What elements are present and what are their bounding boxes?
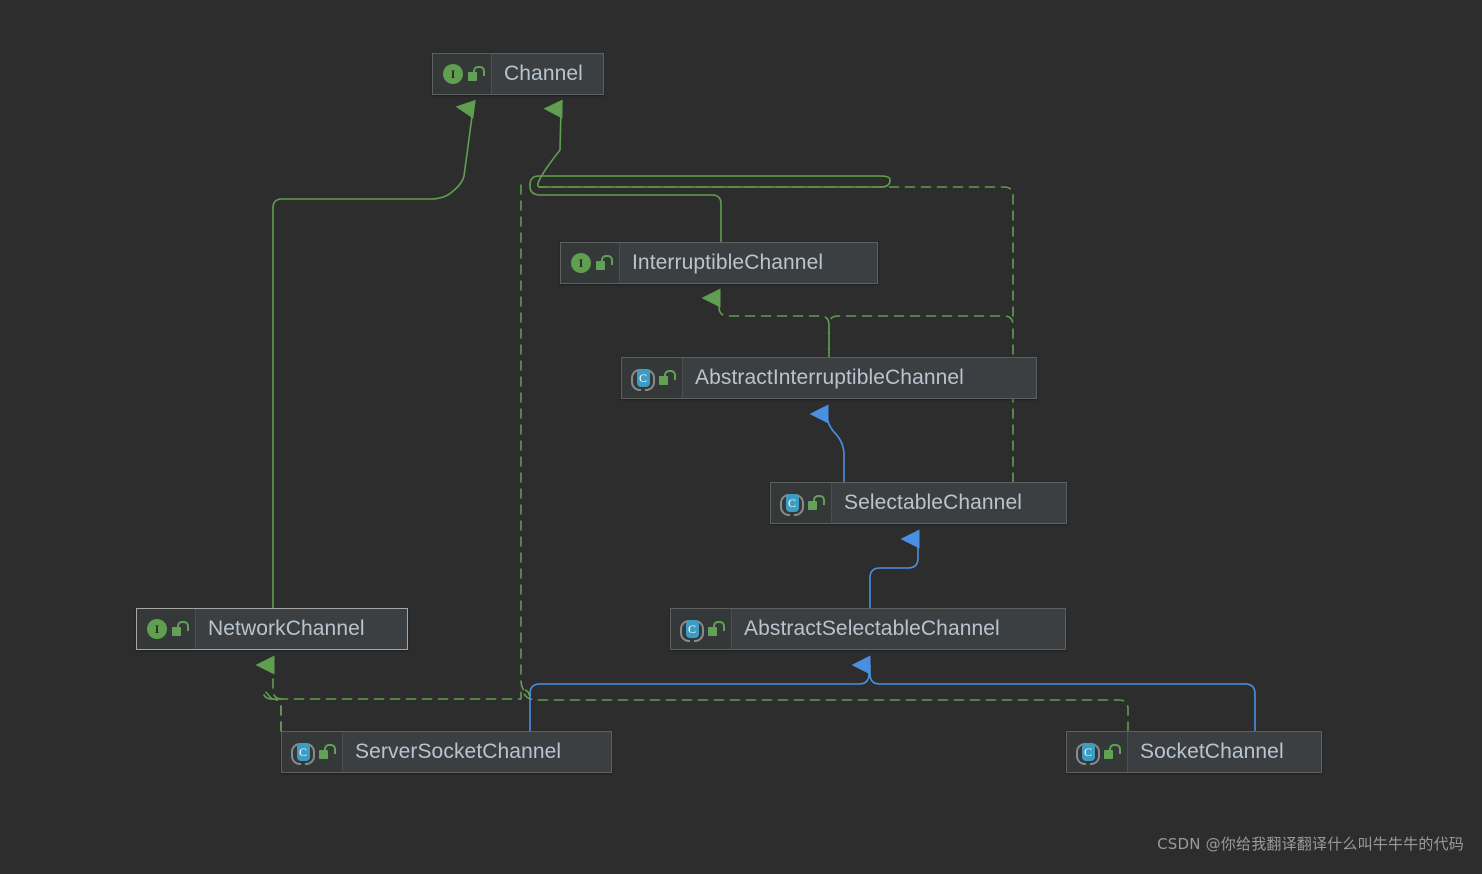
edge-selectable-channel-to-channel xyxy=(828,315,1014,483)
node-icons: C xyxy=(1067,732,1128,772)
edge-server-socket-channel-network-leg xyxy=(271,698,282,732)
node-channel[interactable]: I Channel xyxy=(432,53,604,95)
abstract-class-icon-glyph: C xyxy=(296,743,310,761)
abstract-class-icon: C xyxy=(291,742,315,765)
edge-selectable-channel-to-abstract-interruptible-channel xyxy=(809,404,845,483)
unlock-icon xyxy=(596,255,613,271)
unlock-icon xyxy=(172,621,189,637)
edge-interruptible-channel-to-channel xyxy=(529,99,891,243)
watermark-text: CSDN @你给我翻译翻译什么叫牛牛牛的代码 xyxy=(1157,835,1464,853)
edge-server-socket-channel-to-abstract-selectable-channel xyxy=(529,655,871,732)
node-selectable-channel[interactable]: C SelectableChannel xyxy=(770,482,1067,524)
abstract-class-icon-glyph: C xyxy=(1081,743,1095,761)
node-icons: C xyxy=(771,483,832,523)
node-label: Channel xyxy=(504,62,583,85)
abstract-class-icon: C xyxy=(1076,742,1100,765)
node-icons: C xyxy=(622,358,683,398)
unlock-icon xyxy=(1104,744,1121,760)
abstract-class-icon-glyph: C xyxy=(636,369,650,387)
edge-socket-channel-to-abstract-selectable-channel xyxy=(869,664,1256,732)
node-label: InterruptibleChannel xyxy=(632,251,824,274)
node-socket-channel[interactable]: C SocketChannel xyxy=(1066,731,1322,773)
node-label: SocketChannel xyxy=(1140,740,1284,763)
node-network-channel[interactable]: I NetworkChannel xyxy=(136,608,408,650)
node-label: NetworkChannel xyxy=(208,617,365,640)
unlock-icon xyxy=(659,370,676,386)
node-icons: C xyxy=(671,609,732,649)
node-server-socket-channel[interactable]: C ServerSocketChannel xyxy=(281,731,612,773)
abstract-class-icon: C xyxy=(680,619,704,642)
node-icons: I xyxy=(561,243,620,283)
interface-icon: I xyxy=(571,253,591,273)
interface-icon: I xyxy=(147,619,167,639)
edge-socket-channel-to-network-channel xyxy=(523,693,1129,732)
abstract-class-icon: C xyxy=(631,368,655,391)
abstract-class-icon-glyph: C xyxy=(785,494,799,512)
unlock-icon xyxy=(319,744,336,760)
node-label: AbstractSelectableChannel xyxy=(744,617,1000,640)
node-label: SelectableChannel xyxy=(844,491,1022,514)
node-abstract-interruptible-channel[interactable]: C AbstractInterruptibleChannel xyxy=(621,357,1037,399)
unlock-icon xyxy=(808,495,825,511)
node-label: ServerSocketChannel xyxy=(355,740,562,763)
node-icons: I xyxy=(137,609,196,649)
abstract-class-icon-glyph: C xyxy=(685,620,699,638)
node-icons: I xyxy=(433,54,492,94)
interface-icon: I xyxy=(443,64,463,84)
edge-network-channel-to-channel xyxy=(272,99,476,609)
edge-abstract-selectable-channel-to-selectable-channel xyxy=(869,529,920,609)
node-abstract-selectable-channel[interactable]: C AbstractSelectableChannel xyxy=(670,608,1066,650)
edge-server-socket-channel-to-network-channel xyxy=(255,655,283,732)
unlock-icon xyxy=(468,66,485,82)
node-icons: C xyxy=(282,732,343,772)
unlock-icon xyxy=(708,621,725,637)
edge-abstract-interruptible-channel-to-interruptible-channel xyxy=(701,288,830,358)
node-label: AbstractInterruptibleChannel xyxy=(695,366,964,389)
node-interruptible-channel[interactable]: I InterruptibleChannel xyxy=(560,242,878,284)
abstract-class-icon: C xyxy=(780,493,804,516)
